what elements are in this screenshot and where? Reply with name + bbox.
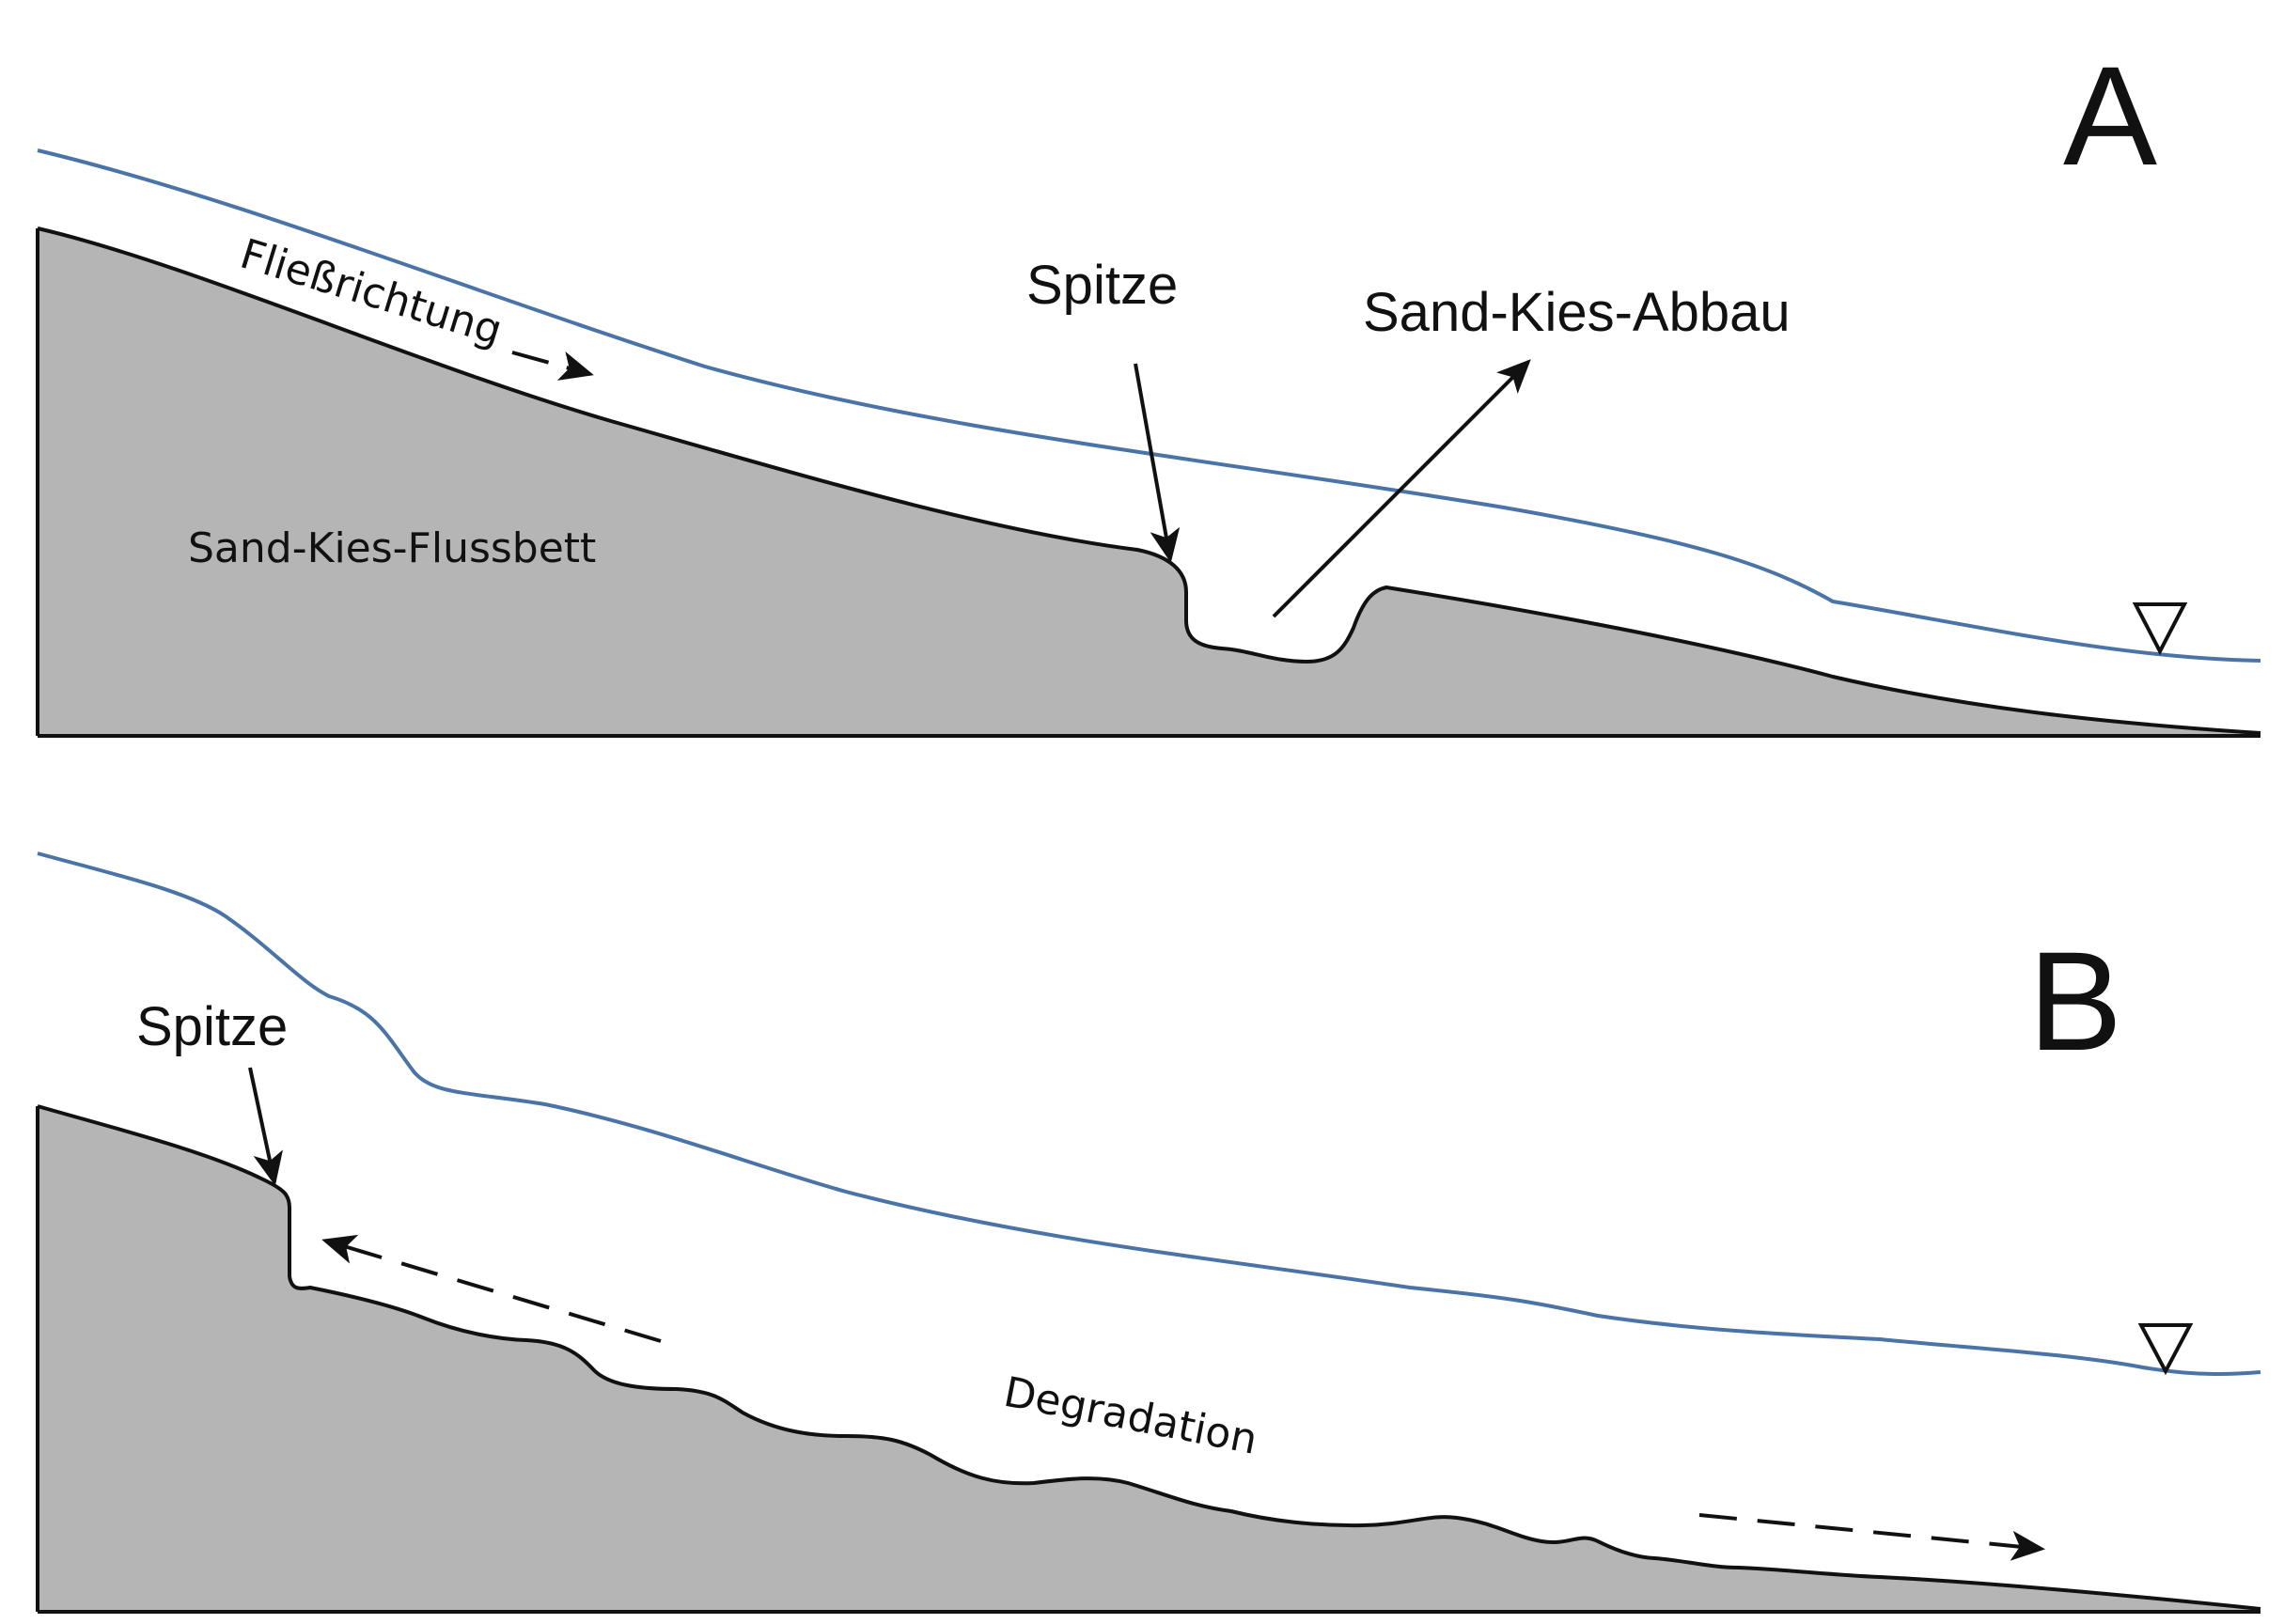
panel-b-water-surface — [37, 851, 2261, 1377]
panel-a-peak-arrow — [1134, 363, 1181, 563]
panel-a-mining-arrow — [1272, 359, 1531, 618]
degradation-label: Degradation — [1000, 1368, 1261, 1464]
water-level-marker-icon — [2132, 602, 2188, 656]
panel-b-bed-outline — [37, 1104, 2261, 1611]
panel-a-water-surface — [37, 148, 2261, 663]
panel-a-label: A — [2063, 37, 2157, 195]
upstream-migration-arrow — [321, 1234, 662, 1343]
panel-b-peak-arrow — [248, 1067, 283, 1186]
panel-a-peak-label: Spitze — [1026, 255, 1178, 316]
panel-b-label: B — [2028, 922, 2122, 1080]
panel-b-peak-label: Spitze — [136, 996, 288, 1057]
panel-a-bed-outline — [37, 226, 2261, 735]
downstream-transport-arrow — [1698, 1513, 2045, 1561]
mining-label: Sand-Kies-Abbau — [1363, 282, 1791, 343]
panel-a-river-bed — [38, 228, 2261, 736]
panel-b: B Spitze Degradation — [36, 851, 2261, 1614]
panel-a: A Fließrichtung Spitze Sand-Kies-Abbau S… — [36, 37, 2261, 738]
flow-direction-arrow — [511, 351, 594, 381]
bed-label: Sand-Kies-Flussbett — [188, 524, 596, 572]
water-level-marker-icon — [2137, 1323, 2194, 1376]
panel-b-river-bed — [38, 1106, 2261, 1612]
